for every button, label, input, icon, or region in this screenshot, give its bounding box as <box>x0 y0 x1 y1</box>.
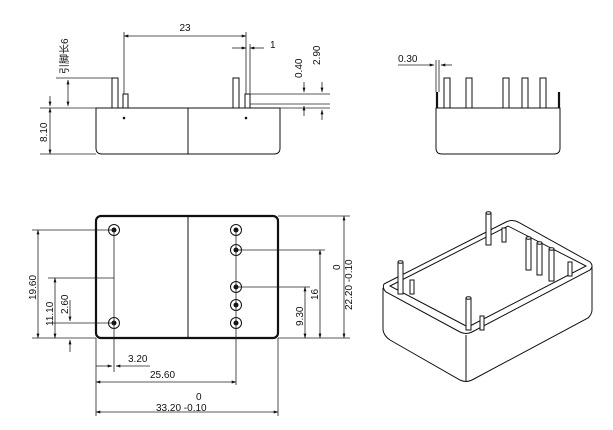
front-pin-left <box>111 77 119 109</box>
side-pin-2 <box>465 77 473 109</box>
front-body <box>95 107 281 155</box>
bottom-pins <box>108 224 242 329</box>
bottom-body <box>94 214 280 340</box>
side-body <box>435 107 561 155</box>
side-pin-5 <box>539 77 547 109</box>
dim-33-20-tol-top: 0 <box>196 392 202 403</box>
dim-8-10: 8.10 <box>39 122 50 142</box>
dim-33-20: 33.20 -0.10 <box>156 403 207 414</box>
side-pin-3 <box>502 77 510 109</box>
iso-top-inner <box>388 225 588 328</box>
front-view: 23 1 引脚长6 8.10 0.40 2.90 <box>39 23 330 155</box>
dim-0-30: 0.30 <box>398 54 418 65</box>
dim-1: 1 <box>270 40 276 51</box>
front-pin-right <box>232 77 240 109</box>
side-pin-1 <box>443 77 451 109</box>
side-pin-4 <box>521 77 529 109</box>
iso-pins <box>397 211 573 331</box>
iso-top-face <box>382 220 593 334</box>
dim-9-30: 9.30 <box>295 306 306 326</box>
dim-2-60: 2.60 <box>60 294 71 314</box>
dim-2-90: 2.90 <box>312 45 323 65</box>
dim-3-20: 3.20 <box>128 354 148 365</box>
dim-22-20: 22.20 -0.10 <box>344 259 355 310</box>
bottom-view: 19.60 11.10 2.60 9.30 16 0 22.20 -0.10 3… <box>28 214 355 416</box>
dim-25-60: 25.60 <box>150 370 175 381</box>
dim-11-10: 11.10 <box>45 301 56 326</box>
dim-16: 16 <box>310 288 321 300</box>
dim-22-20-tol-top: 0 <box>332 264 343 270</box>
dim-23: 23 <box>179 23 191 34</box>
front-standoff-right <box>244 93 251 109</box>
dim-19-60: 19.60 <box>28 275 39 300</box>
isometric-view <box>382 211 593 382</box>
dim-pin-length: 引脚长6 <box>58 38 71 74</box>
dim-0-40: 0.40 <box>294 58 305 78</box>
front-standoff-left <box>122 93 129 109</box>
side-view: 0.30 <box>398 54 561 155</box>
